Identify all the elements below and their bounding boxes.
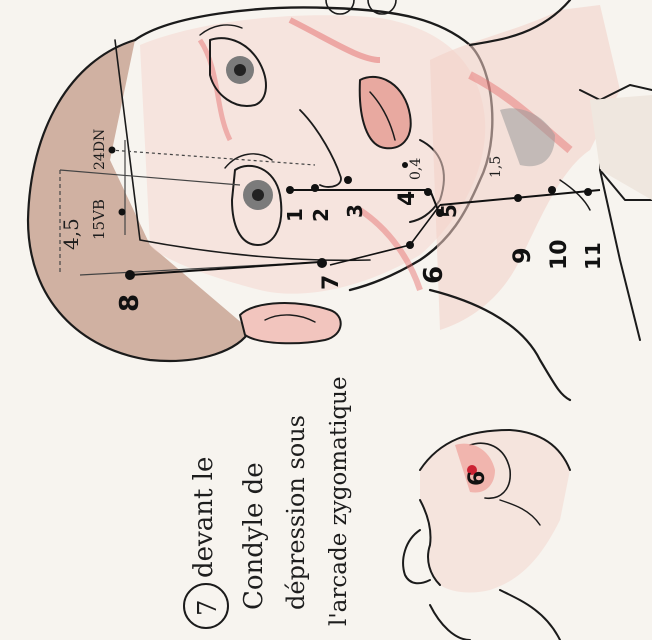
point-marker-10 <box>548 186 556 194</box>
note-line-2: Condyle de <box>239 462 269 610</box>
point-marker-1 <box>286 186 294 194</box>
point-label-8: 8 <box>115 294 145 312</box>
point-label-4: 4 <box>395 191 420 206</box>
point-marker-24dn <box>109 147 116 154</box>
measure-1-5: 1,5 <box>488 156 504 178</box>
point-label-3: 3 <box>343 204 367 218</box>
point-label-6: 6 <box>419 266 449 284</box>
point-label-5: 5 <box>437 204 461 218</box>
point-marker-3 <box>344 176 352 184</box>
measure-24dn: 24DN <box>92 129 108 170</box>
point-marker-9 <box>514 194 522 202</box>
point-label-7: 7 <box>319 275 344 290</box>
point-label-11: 11 <box>581 242 605 270</box>
point-label-2: 2 <box>309 208 333 222</box>
point-label-1: 1 <box>283 208 307 222</box>
point-marker-8 <box>125 270 135 280</box>
measure-0-4: 0,4 <box>408 158 424 180</box>
point-marker-2 <box>311 184 319 192</box>
point-marker-15vb <box>119 209 126 216</box>
profile-point-label-6: 6 <box>465 471 490 486</box>
note-number: 7 <box>193 599 223 616</box>
note-line-4: l'arcade zygomatique <box>326 376 352 626</box>
point-marker-4 <box>424 188 432 196</box>
point-marker-6 <box>406 241 414 249</box>
point-marker-7 <box>317 258 327 268</box>
point-marker-11 <box>584 188 592 196</box>
note-line-1: devant le <box>189 457 219 578</box>
point-label-10: 10 <box>547 239 572 270</box>
measure-4-5: 4,5 <box>59 218 83 250</box>
note-line-3: dépression sous <box>282 415 310 610</box>
ear <box>240 303 341 343</box>
measure-15vb: 15VB <box>90 199 108 240</box>
point-label-9: 9 <box>508 247 536 264</box>
